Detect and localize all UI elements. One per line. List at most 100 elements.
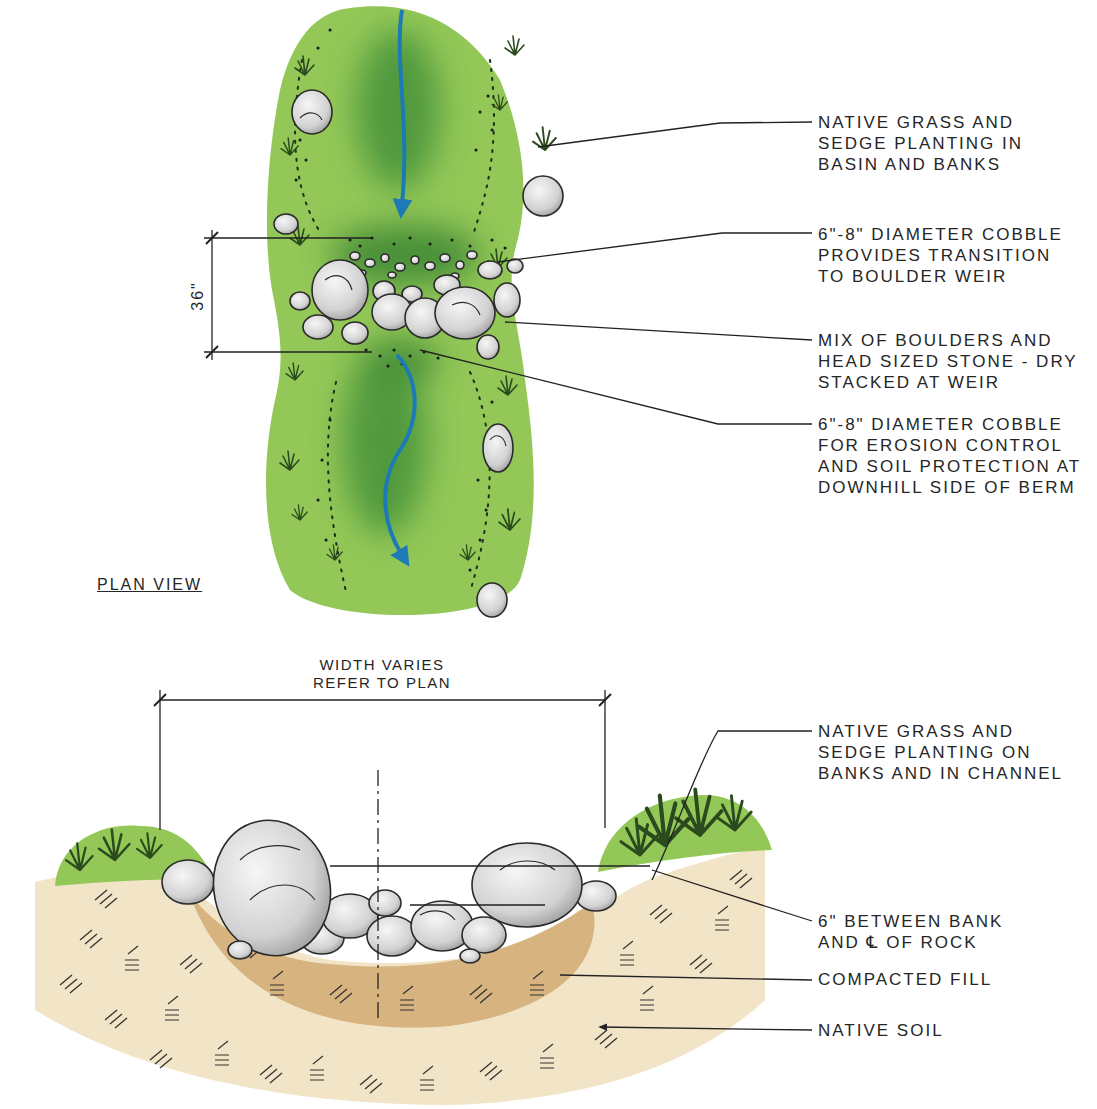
native-soil: [595, 1030, 617, 1048]
native-soil: [530, 971, 544, 995]
section-rocks: [369, 890, 401, 916]
plan-rocks: [477, 583, 507, 617]
plan-rocks: [425, 262, 435, 270]
plan-swale: [492, 95, 507, 110]
section-rocks: [201, 809, 343, 966]
native-soil: [400, 986, 414, 1010]
native-soil: [260, 1065, 282, 1083]
section-rocks: [240, 846, 555, 920]
native-soil: [95, 890, 117, 908]
native-soil: [650, 905, 672, 923]
dimension-line: [204, 230, 372, 360]
leader-line: [420, 122, 812, 1030]
flow-arrow: [400, 10, 405, 205]
leader-line: [498, 233, 812, 262]
section-dimensions: [160, 690, 605, 830]
plan-rocks: [365, 259, 375, 267]
plan-rocks: [274, 214, 298, 234]
plan-swale: [266, 6, 556, 615]
native-soil: [330, 985, 352, 1003]
dimension-line: [204, 238, 372, 352]
native-soil: [105, 1010, 127, 1028]
callout-note: 6"-8" DIAMETER COBBLE FOR EROSION CONTRO…: [818, 414, 1086, 498]
native-soil: [690, 955, 712, 973]
native-soil: [125, 946, 139, 970]
plan-rocks: [381, 254, 389, 262]
callout-note: MIX OF BOULDERS AND HEAD SIZED STONE - D…: [818, 330, 1090, 393]
native-soil: [80, 930, 102, 948]
native-soil: [620, 941, 634, 965]
plan-rocks: [342, 322, 368, 344]
dimension-line: [206, 232, 218, 358]
leader-line: [652, 731, 812, 880]
native-soil: [730, 870, 752, 888]
plan-swale: [327, 545, 342, 560]
section-dimensions: [330, 866, 650, 905]
native-soil: [215, 1041, 229, 1065]
plan-swale: [505, 36, 524, 55]
callout-note: 6" BETWEEN BANK AND ℄ OF ROCK: [818, 911, 1028, 953]
callout-note: COMPACTED FILL: [818, 969, 1048, 990]
view-title: PLAN VIEW: [97, 574, 237, 595]
section-rocks: [162, 809, 616, 966]
section-dimensions: [154, 694, 611, 706]
bank-grass: [676, 789, 722, 835]
plan-rocks: [483, 424, 513, 472]
plan-rocks: [312, 260, 368, 320]
callout-note: NATIVE GRASS AND SEDGE PLANTING ON BANKS…: [818, 721, 1073, 784]
plan-swale: [266, 6, 534, 615]
section-dimensions: [154, 690, 650, 1020]
plan-rocks: [523, 176, 563, 216]
leader-line: [505, 322, 812, 340]
native-soil: [540, 1044, 554, 1068]
dimension-line: [211, 230, 212, 360]
native-soil: [470, 985, 492, 1003]
plan-rocks: [411, 256, 419, 264]
plan-rocks: [456, 261, 464, 269]
plan-rocks: [467, 251, 477, 259]
bank-grass: [66, 843, 93, 870]
plan-rocks: [290, 292, 310, 310]
native-soil: [180, 955, 202, 973]
plan-rocks: [477, 335, 499, 359]
plan-swale: [281, 138, 298, 155]
plan-rocks: [292, 90, 332, 134]
callout-note: 6"-8" DIAMETER COBBLE PROVIDES TRANSITIO…: [818, 224, 1083, 287]
native-soil: [480, 1062, 502, 1080]
plan-swale: [498, 376, 517, 395]
native-soil: [165, 996, 179, 1020]
native-soil: [270, 971, 284, 995]
callout-note: NATIVE GRASS AND SEDGE PLANTING IN BASIN…: [818, 112, 1033, 175]
section-rocks: [367, 916, 417, 956]
callout-note: NATIVE SOIL: [818, 1020, 1018, 1041]
plan-rocks: [303, 315, 333, 339]
leader-line: [560, 975, 812, 980]
plan-rocks: [435, 287, 495, 339]
plan-rocks: [274, 90, 563, 617]
leader-line: [652, 870, 812, 921]
plan-rocks: [350, 252, 360, 260]
plan-rocks: [300, 113, 506, 446]
bank-grass: [55, 789, 772, 886]
bank-grass: [99, 830, 129, 860]
leader-line: [600, 1027, 812, 1030]
section-rocks: [472, 843, 582, 927]
section-rocks: [228, 941, 252, 959]
native-soil: [715, 906, 729, 930]
section-rocks: [162, 860, 214, 904]
plan-swale: [499, 509, 520, 530]
native-soil: [640, 986, 654, 1010]
bank-grass: [137, 833, 162, 858]
plan-rocks: [494, 283, 520, 317]
plan-rocks: [388, 272, 396, 278]
flow-arrow: [385, 355, 414, 555]
plan-rocks: [440, 254, 450, 262]
dimension-note: WIDTH VARIES REFER TO PLAN: [290, 656, 474, 692]
dimension-value: 36": [187, 279, 208, 312]
section-dimensions: [377, 770, 378, 1020]
native-soil: [420, 1066, 434, 1090]
section-rocks: [460, 949, 480, 963]
plan-swale: [280, 451, 299, 470]
plan-swale: [292, 505, 307, 520]
